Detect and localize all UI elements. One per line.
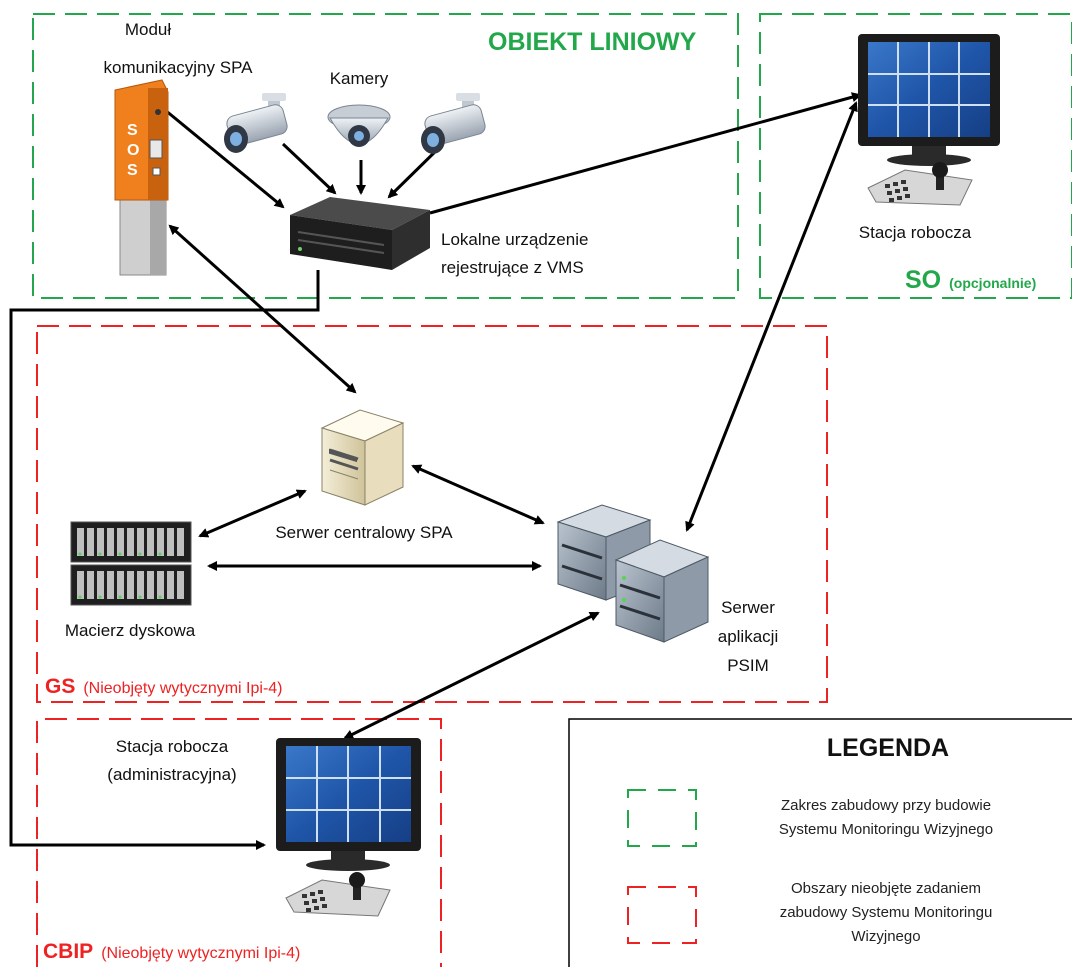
cbip-workstation-keyboard-icon	[285, 872, 391, 917]
cbip-workstation-monitor-icon	[276, 738, 421, 871]
so-station-label: Stacja robocza	[859, 223, 972, 242]
arrow-cam1-to-nvr	[281, 142, 337, 195]
arrow-sos-to-nvr	[164, 108, 285, 209]
modul-label-line2: komunikacyjny SPA	[104, 58, 254, 77]
nvr-recorder-icon	[290, 197, 430, 270]
region-obiekt-title: OBIEKT LINIOWY	[488, 28, 697, 56]
kamery-label: Kamery	[330, 69, 389, 88]
cbip-station-label-line1: Stacja robocza	[116, 737, 229, 756]
cbip-station-label-line2: (administracyjna)	[107, 765, 236, 784]
macierz-label: Macierz dyskowa	[65, 621, 196, 640]
region-so	[759, 13, 1072, 299]
arrow-nvr-to-so	[429, 92, 862, 215]
so-workstation-keyboard-icon	[867, 162, 973, 206]
legend-red-line1: Obszary nieobjęte zadaniem	[791, 880, 981, 897]
region-cbip-title: CBIP(Nieobjęty wytycznymi Ipi-4)	[43, 940, 300, 963]
psim-label-line1: Serwer	[721, 598, 775, 617]
legend-green-line2: Systemu Monitoringu Wizyjnego	[779, 821, 993, 838]
psim-server-rack-icon	[556, 504, 710, 643]
arrow-nvr-to-cbip	[9, 270, 320, 850]
region-so-title: SO(opcjonalnie)	[905, 266, 1036, 294]
nvr-label-line2: rejestrujące z VMS	[441, 258, 584, 277]
bullet-camera-left-icon	[224, 93, 288, 153]
dome-camera-icon	[327, 104, 391, 147]
bullet-camera-right-icon	[421, 93, 486, 154]
spa-server-label: Serwer centralowy SPA	[275, 523, 453, 542]
region-gs-title: GS(Nieobjęty wytycznymi Ipi-4)	[45, 675, 283, 698]
legend-green-swatch	[627, 789, 697, 847]
modul-label-line1: Moduł	[125, 20, 172, 39]
arrow-psim-cbip	[343, 611, 600, 740]
region-gs	[36, 325, 828, 703]
disk-array-icon	[70, 521, 192, 606]
region-cbip	[36, 718, 442, 967]
legend-title: LEGENDA	[827, 734, 949, 762]
psim-label-line2: aplikacji	[718, 627, 778, 646]
legend-green-line1: Zakres zabudowy przy budowie	[781, 797, 991, 814]
legend-red-swatch	[627, 886, 697, 944]
arrow-so-psim	[685, 101, 858, 532]
legend: LEGENDA Zakres zabudowy przy budowie Sys…	[568, 718, 1072, 967]
nvr-label-line1: Lokalne urządzenie	[441, 230, 588, 249]
arrow-spa-macierz	[198, 489, 307, 538]
legend-red-line3: Wizyjnego	[851, 928, 920, 945]
psim-label-line3: PSIM	[727, 656, 769, 675]
spa-server-icon	[320, 409, 405, 506]
legend-red-line2: zabudowy Systemu Monitoringu	[780, 904, 993, 921]
arrow-spa-psim	[411, 464, 545, 525]
so-workstation-monitor-icon	[858, 34, 1000, 166]
